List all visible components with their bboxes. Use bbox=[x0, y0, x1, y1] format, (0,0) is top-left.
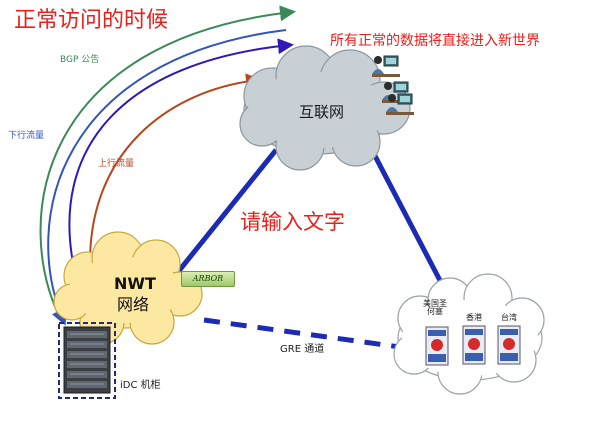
location-us: 美国圣 何塞 bbox=[421, 299, 449, 317]
downstream-traffic-arrow bbox=[47, 29, 287, 326]
text-placeholder[interactable]: 请输入文字 bbox=[240, 210, 345, 234]
idc-rack-border bbox=[58, 322, 116, 399]
internet-label: 互联网 bbox=[299, 103, 345, 121]
downstream-label: 下行流量 bbox=[8, 131, 45, 141]
location-us-line1: 美国圣 bbox=[423, 299, 447, 308]
location-tw: 台湾 bbox=[501, 313, 517, 322]
nwt-label: NWT bbox=[114, 274, 156, 293]
arbor-appliance-icon: ARBOR bbox=[181, 271, 235, 287]
user-workstation-icon bbox=[386, 93, 414, 115]
purple-traffic-arrow bbox=[68, 38, 294, 269]
location-us-line2: 何塞 bbox=[427, 307, 443, 317]
subtitle: 所有正常的数据将直接进入新世界 bbox=[330, 33, 540, 49]
firewall-icon bbox=[497, 325, 521, 365]
server-rack-icon bbox=[63, 326, 111, 394]
gre-tunnel-label: GRE 通道 bbox=[280, 344, 325, 355]
gre-tunnel-line bbox=[203, 317, 401, 350]
main-title: 正常访问的时候 bbox=[14, 8, 169, 33]
link-nwt-internet bbox=[176, 148, 278, 274]
upstream-label: 上行流量 bbox=[98, 159, 135, 169]
upstream-traffic-arrow bbox=[89, 73, 262, 263]
bgp-announcement-arrow bbox=[39, 5, 296, 323]
location-hk: 香港 bbox=[466, 313, 482, 322]
nwt-network-label: 网络 bbox=[117, 295, 150, 314]
firewall-icon bbox=[462, 325, 486, 365]
link-internet-remote bbox=[371, 152, 449, 294]
firewall-icon bbox=[425, 326, 449, 366]
idc-rack-label: iDC 机柜 bbox=[120, 380, 161, 391]
user-workstation-icon bbox=[372, 55, 400, 77]
bgp-label: BGP 公告 bbox=[60, 55, 100, 65]
